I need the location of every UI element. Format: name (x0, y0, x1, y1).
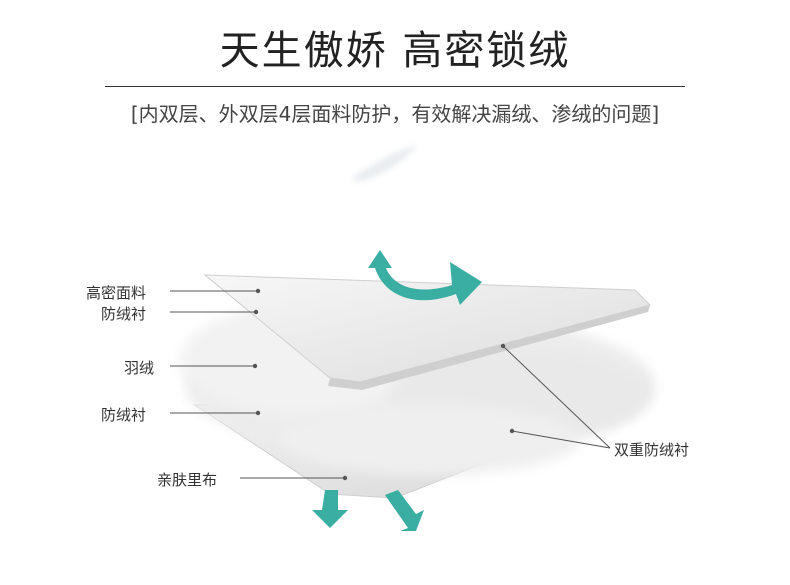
leader-lines (170, 290, 611, 479)
leader-dots (252, 288, 515, 481)
label-down: 羽绒 (124, 359, 155, 377)
airflow-arrow-bottom-left-icon (312, 490, 348, 528)
airflow-arrow-bottom-right-icon (385, 490, 424, 531)
outer-fabric-sheet (203, 274, 651, 390)
headline: 天生傲娇 高密锁绒 (219, 28, 571, 74)
label-inner-lining: 亲肤里布 (157, 471, 218, 489)
feather-icon (352, 145, 418, 182)
label-lining-bottom: 防绒衬 (101, 406, 147, 424)
airflow-arrow-top-icon (368, 250, 482, 305)
title-divider (105, 86, 685, 87)
label-double-lining: 双重防绒衬 (614, 441, 690, 459)
label-outer-fabric: 高密面料 (86, 284, 147, 302)
label-lining-top: 防绒衬 (101, 305, 147, 323)
subheadline: [内双层、外双层4层面料防护，有效解决漏绒、渗绒的问题] (130, 102, 660, 126)
